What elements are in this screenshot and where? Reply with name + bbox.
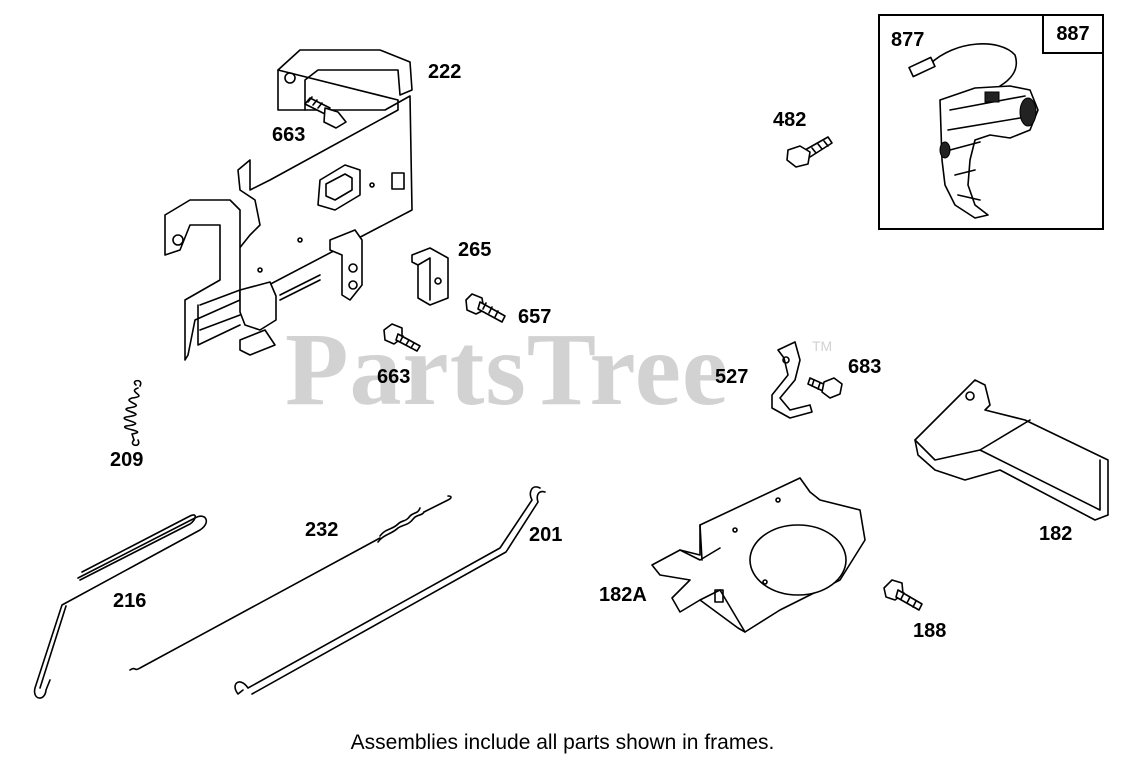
clip-265[interactable] <box>411 247 449 306</box>
part-label-527[interactable]: 527 <box>715 366 749 388</box>
part-label-877[interactable]: 877 <box>891 29 925 51</box>
bolt-482[interactable] <box>786 136 833 168</box>
bolt-663-upper[interactable] <box>304 96 347 129</box>
part-label-232[interactable]: 232 <box>305 519 339 541</box>
part-label-663-lower[interactable]: 663 <box>377 366 411 388</box>
watermark-trademark: TM <box>812 338 833 354</box>
part-label-657[interactable]: 657 <box>518 306 552 328</box>
bolt-657[interactable] <box>465 293 506 323</box>
part-label-216[interactable]: 216 <box>113 590 147 612</box>
part-label-683[interactable]: 683 <box>848 356 882 378</box>
bracket-182A[interactable] <box>651 477 866 633</box>
spring-209[interactable] <box>123 379 142 447</box>
bolt-683[interactable] <box>807 377 843 399</box>
footer-note: Assemblies include all parts shown in fr… <box>350 731 775 754</box>
control-bracket-222[interactable] <box>164 49 413 361</box>
part-label-265[interactable]: 265 <box>458 239 492 261</box>
cover-plate-182[interactable] <box>914 379 1109 521</box>
part-label-663-upper[interactable]: 663 <box>272 124 306 146</box>
frame-part-label[interactable]: 887 <box>1042 16 1102 54</box>
part-label-201[interactable]: 201 <box>529 524 563 546</box>
part-label-188[interactable]: 188 <box>913 620 947 642</box>
link-rod-216[interactable] <box>33 514 208 699</box>
part-label-482[interactable]: 482 <box>773 109 807 131</box>
bolt-188[interactable] <box>883 579 923 611</box>
assembly-frame: 887 <box>878 14 1104 230</box>
governor-spring-cable-232[interactable] <box>129 495 452 671</box>
part-label-209[interactable]: 209 <box>110 449 144 471</box>
governor-rod-201[interactable] <box>234 486 546 695</box>
clip-527[interactable] <box>771 341 813 419</box>
watermark: PartsTree <box>285 312 730 427</box>
part-label-222[interactable]: 222 <box>428 61 462 83</box>
bolt-663-lower[interactable] <box>383 323 421 352</box>
part-label-182[interactable]: 182 <box>1039 523 1073 545</box>
key-switch-assembly-887[interactable] <box>908 43 1039 219</box>
part-label-182A[interactable]: 182A <box>599 584 647 606</box>
